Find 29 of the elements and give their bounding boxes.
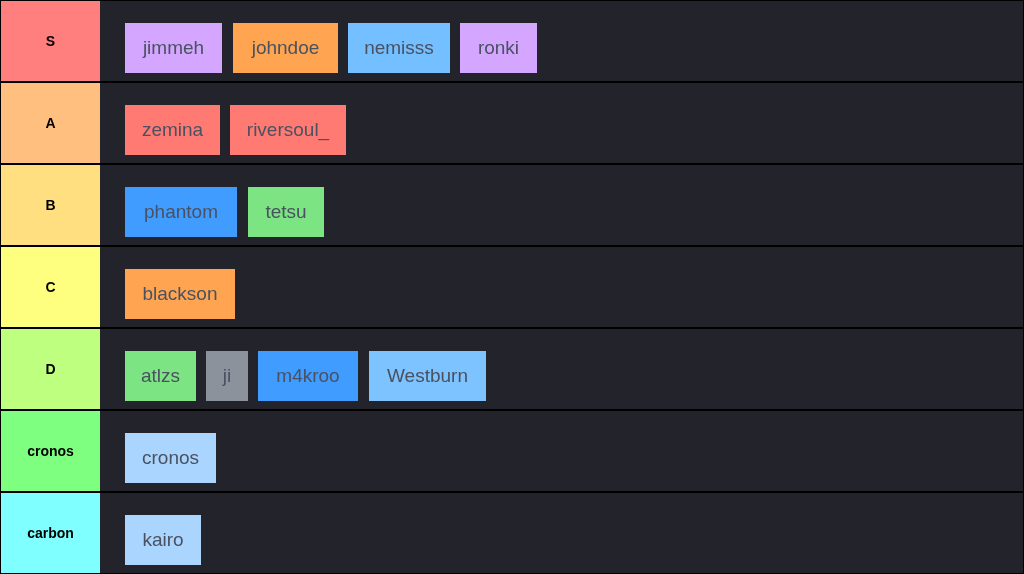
name-tile: nemisss xyxy=(348,23,450,73)
name-tile: blackson xyxy=(125,269,235,319)
tier-label: B xyxy=(1,165,100,245)
tier-row xyxy=(1,247,1023,327)
name-tile: kairo xyxy=(125,515,201,565)
tier-row xyxy=(1,411,1023,491)
tier-label: carbon xyxy=(1,493,100,573)
name-tile: Westburn xyxy=(369,351,486,401)
tier-label: cronos xyxy=(1,411,100,491)
tier-label: S xyxy=(1,1,100,81)
tier-row xyxy=(1,493,1023,573)
name-tile: ronki xyxy=(460,23,537,73)
name-tile: ji xyxy=(206,351,248,401)
tier-row xyxy=(1,329,1023,409)
name-tile: cronos xyxy=(125,433,216,483)
tier-row xyxy=(1,1,1023,81)
tier-label: D xyxy=(1,329,100,409)
tier-row xyxy=(1,83,1023,163)
name-tile: m4kroo xyxy=(258,351,358,401)
name-tile: jimmeh xyxy=(125,23,222,73)
tier-label: C xyxy=(1,247,100,327)
name-tile: atlzs xyxy=(125,351,196,401)
tier-label: A xyxy=(1,83,100,163)
name-tile: tetsu xyxy=(248,187,324,237)
tier-row xyxy=(1,165,1023,245)
name-tile: phantom xyxy=(125,187,237,237)
name-tile: zemina xyxy=(125,105,220,155)
name-tile: johndoe xyxy=(233,23,338,73)
name-tile: riversoul_ xyxy=(230,105,346,155)
